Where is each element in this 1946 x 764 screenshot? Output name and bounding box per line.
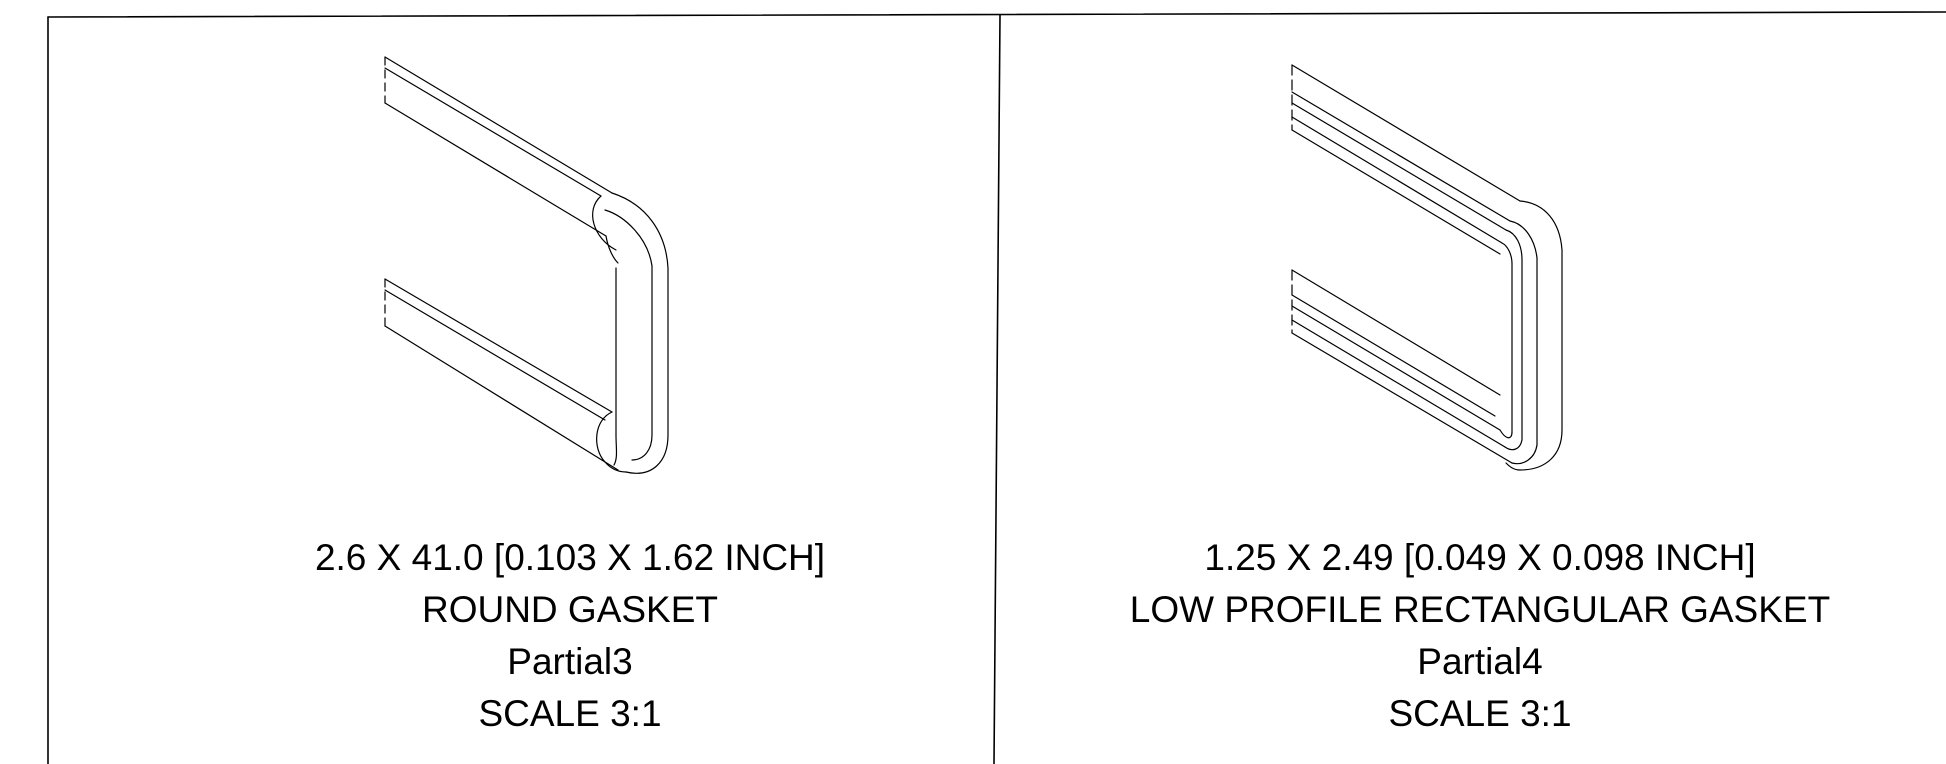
rectangular-gasket-vertical	[1511, 249, 1563, 446]
round-gasket-upper-leg	[384, 56, 613, 237]
rectangular-gasket-upper-leg	[1291, 64, 1521, 255]
sheet-frame	[47, 11, 1946, 764]
round-gasket-caption: 2.6 X 41.0 [0.103 X 1.62 INCH] ROUND GAS…	[250, 532, 890, 740]
round-gasket-scale: SCALE 3:1	[478, 693, 662, 734]
rectangular-gasket-view-name: Partial4	[1417, 641, 1543, 682]
round-gasket-view-name: Partial3	[507, 641, 633, 682]
rectangular-gasket-scale: SCALE 3:1	[1388, 693, 1572, 734]
round-gasket-upper-corner	[592, 192, 669, 269]
rectangular-gasket-view	[1291, 64, 1563, 471]
round-gasket-vertical	[615, 265, 669, 436]
frame-top-border	[47, 11, 1946, 18]
rectangular-gasket-caption: 1.25 X 2.49 [0.049 X 0.098 INCH] LOW PRO…	[1040, 532, 1920, 740]
rectangular-gasket-lower-corner	[1499, 429, 1563, 471]
round-gasket-dimensions: 2.6 X 41.0 [0.103 X 1.62 INCH]	[314, 537, 826, 578]
round-gasket-lower-corner	[596, 411, 669, 474]
rectangular-gasket-lower-leg	[1291, 269, 1513, 464]
round-gasket-view	[384, 56, 669, 474]
rectangular-gasket-upper-corner	[1501, 200, 1563, 265]
round-gasket-lower-leg	[384, 278, 619, 471]
view-divider	[993, 14, 1001, 764]
round-gasket-description: ROUND GASKET	[421, 589, 719, 630]
rectangular-gasket-dimensions: 1.25 X 2.49 [0.049 X 0.098 INCH]	[1204, 537, 1756, 578]
rectangular-gasket-description: LOW PROFILE RECTANGULAR GASKET	[1129, 589, 1831, 630]
